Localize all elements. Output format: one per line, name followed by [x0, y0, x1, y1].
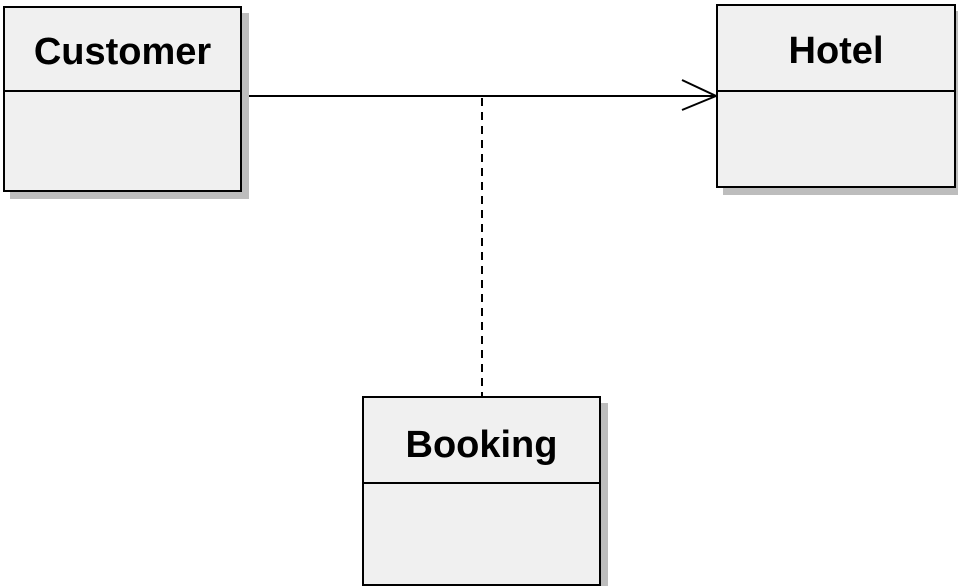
class-name-booking: Booking — [364, 398, 599, 484]
class-name-hotel: Hotel — [718, 6, 954, 92]
class-box-customer[interactable]: Customer — [3, 6, 242, 192]
class-name-customer: Customer — [5, 8, 240, 92]
class-box-hotel[interactable]: Hotel — [716, 4, 956, 188]
class-box-booking[interactable]: Booking — [362, 396, 601, 586]
